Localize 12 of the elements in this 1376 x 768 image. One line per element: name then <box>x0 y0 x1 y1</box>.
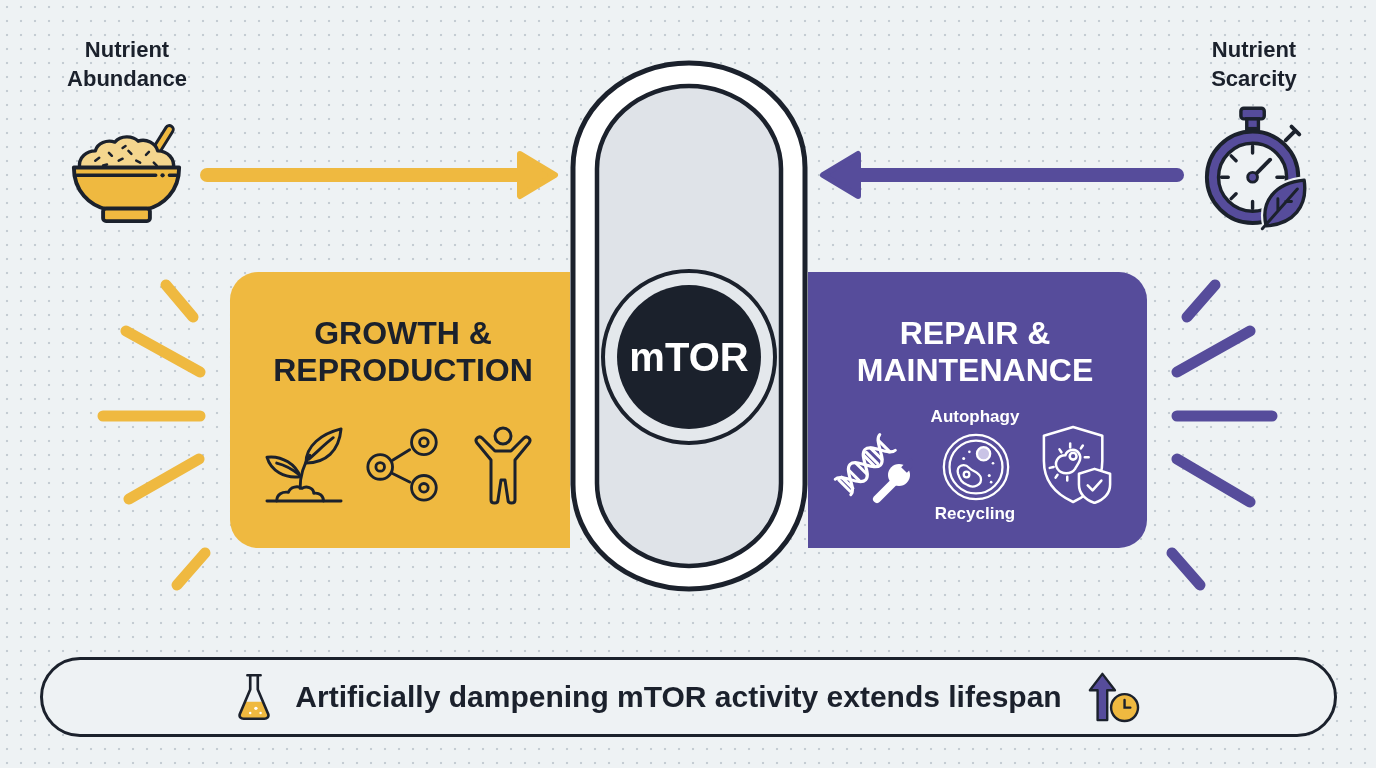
panel-title: REPAIR & MAINTENANCE <box>855 315 1095 389</box>
banner-text: Artificially dampening mTOR activity extends lifespan <box>295 679 1062 715</box>
switch-knob <box>599 267 779 447</box>
icon-caption: Recycling <box>933 504 1017 524</box>
repair-panel <box>808 272 1147 548</box>
condition-label: Nutrient Abundance <box>66 36 188 93</box>
switch-label: mTOR <box>628 334 750 380</box>
message-banner <box>40 657 1337 737</box>
condition-label: Nutrient Scarcity <box>1210 36 1298 93</box>
growth-panel <box>230 272 570 548</box>
panel-title: GROWTH & REPRODUCTION <box>272 315 534 389</box>
icon-caption: Autophagy <box>929 407 1021 427</box>
